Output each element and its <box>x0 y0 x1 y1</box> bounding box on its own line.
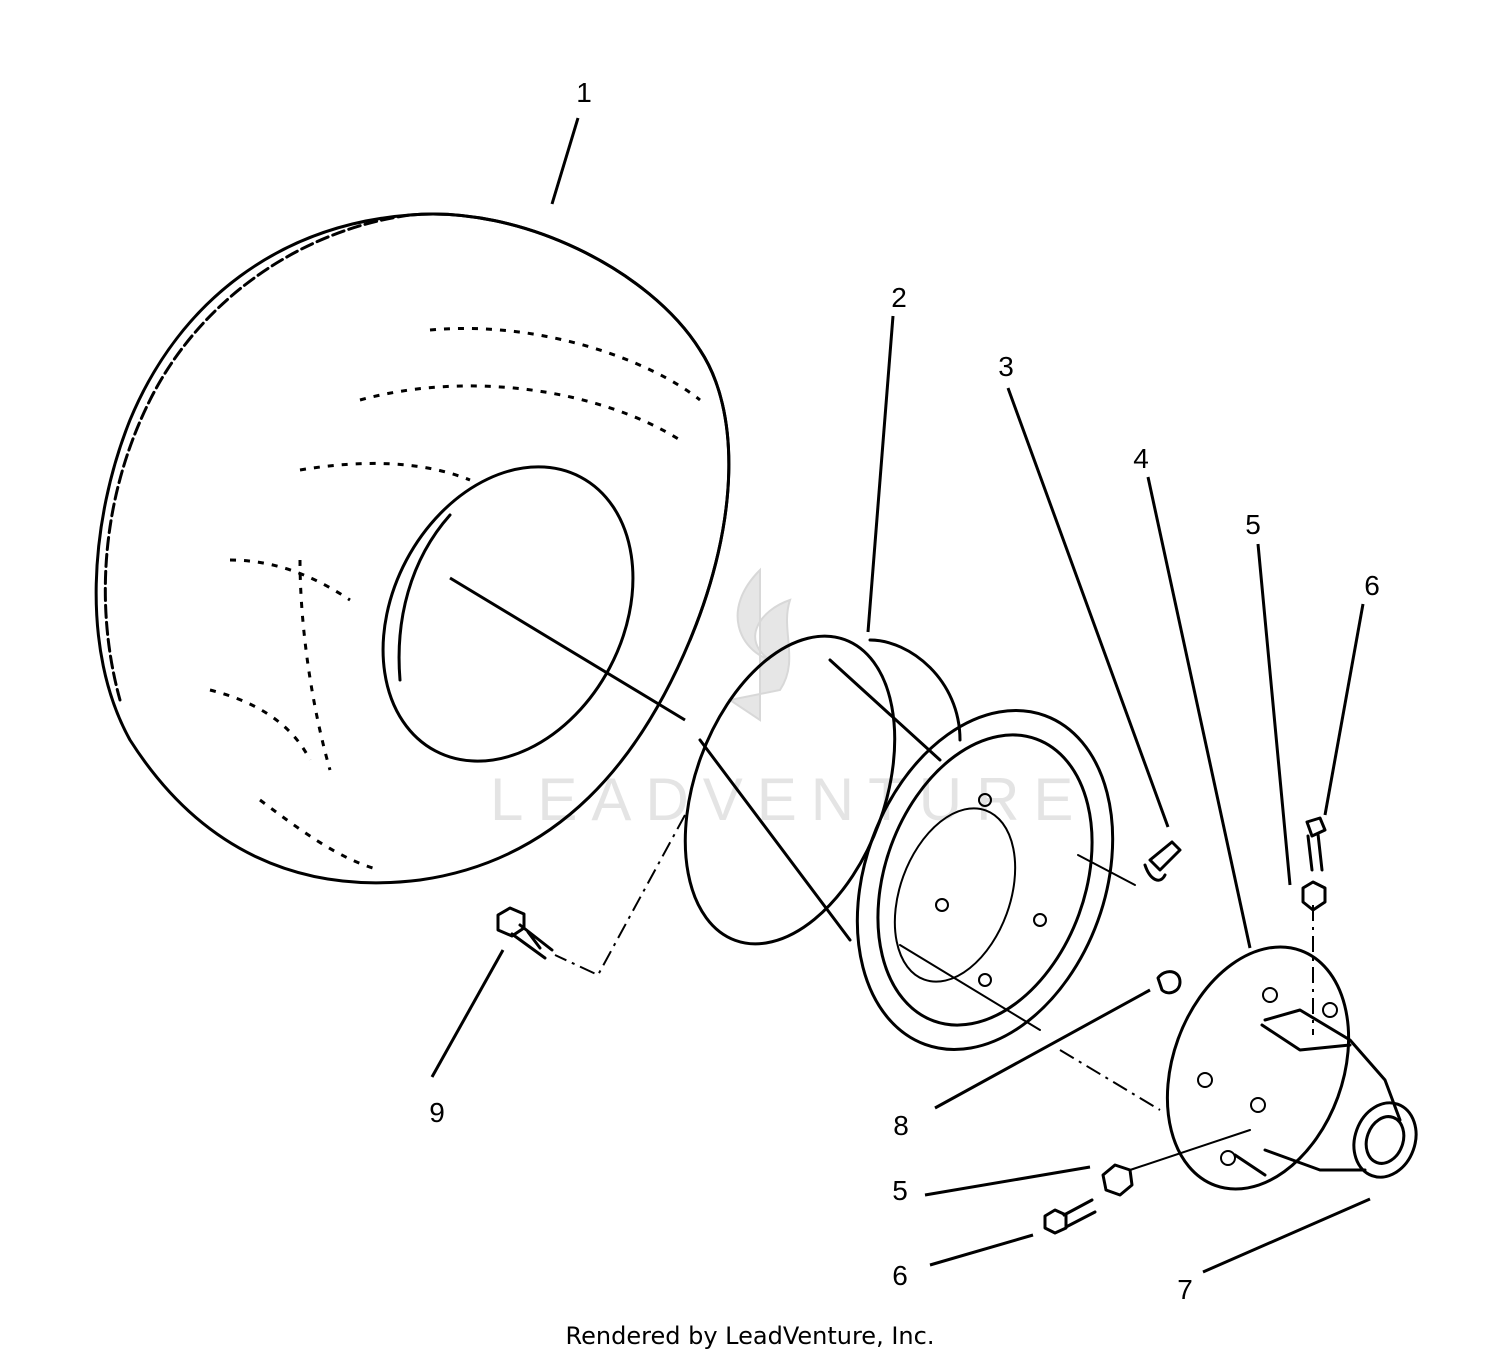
callout-9: 9 <box>429 1097 445 1128</box>
leader-lines <box>430 117 1371 1274</box>
callout-5-bottom: 5 <box>892 1175 908 1206</box>
rim <box>683 634 1136 1051</box>
valve-stem <box>1143 840 1182 882</box>
render-credit: Rendered by LeadVenture, Inc. <box>565 1322 935 1350</box>
callout-labels: 1 2 3 4 5 6 9 8 5 6 7 <box>429 77 1380 1305</box>
watermark: LEADVENTURE <box>490 567 1087 833</box>
callout-3: 3 <box>998 351 1014 382</box>
fasteners-bottom <box>1043 1129 1251 1235</box>
callout-1: 1 <box>576 77 592 108</box>
callout-6-bottom: 6 <box>892 1260 908 1291</box>
alignment-line-9 <box>554 814 686 977</box>
tire <box>94 212 731 885</box>
alignment-line-hub <box>1059 1049 1161 1111</box>
hub-assembly <box>1165 945 1418 1191</box>
callout-5-top: 5 <box>1245 509 1261 540</box>
fasteners-top <box>1301 816 1327 912</box>
key <box>1156 970 1182 995</box>
callout-2: 2 <box>891 282 907 313</box>
watermark-text: LEADVENTURE <box>490 766 1087 833</box>
callout-4: 4 <box>1133 443 1149 474</box>
callout-7: 7 <box>1177 1274 1193 1305</box>
callout-6-top: 6 <box>1364 570 1380 601</box>
callout-8: 8 <box>893 1110 909 1141</box>
bolt-9 <box>496 906 554 960</box>
